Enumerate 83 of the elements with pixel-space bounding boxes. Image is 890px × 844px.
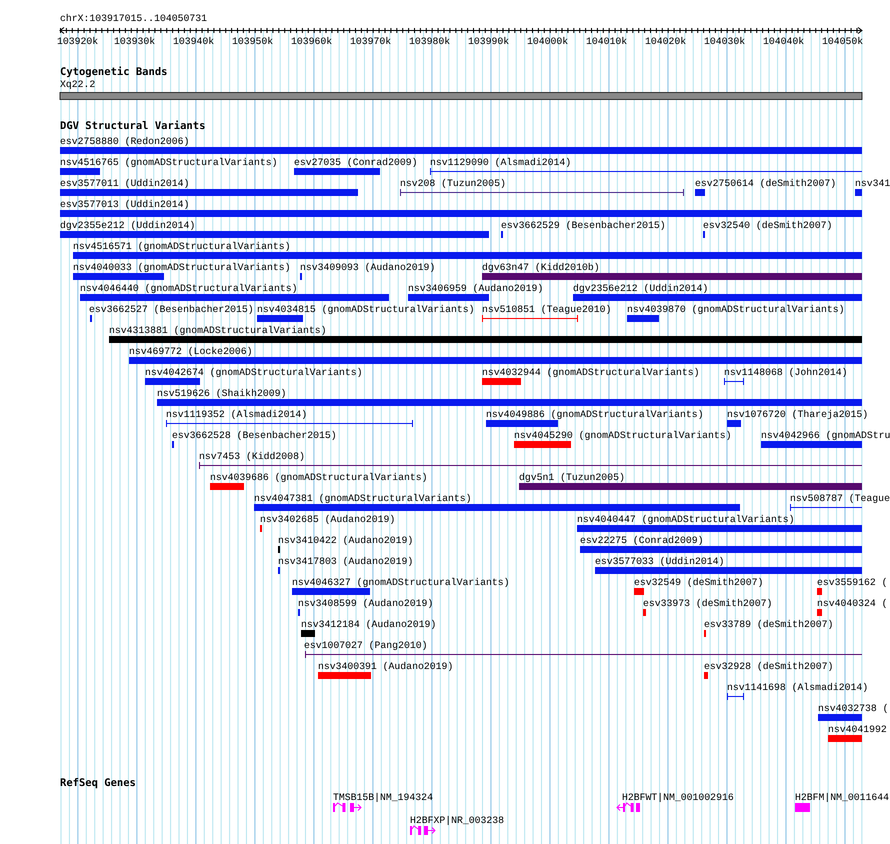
variant-label: nsv1119352 (Alsmadi2014) [166,409,308,420]
axis-tick-label: 103950k [232,36,274,47]
variant-label: nsv4042966 (gnomADStru [761,430,890,441]
axis-tick-label: 104010k [586,36,628,47]
variant-label: esv32549 (deSmith2007) [634,577,764,588]
axis-tick-label: 104020k [645,36,686,47]
variant-label: esv3662528 (Besenbacher2015) [172,430,337,441]
variant-label: nsv469772 (Locke2006) [129,346,252,357]
variant-label: nsv208 (Tuzun2005) [400,178,506,189]
variant-label: nsv4049886 (gnomADStructuralVariants) [486,409,704,420]
variant-label: nsv3410422 (Audano2019) [278,535,414,546]
variant-label: esv32540 (deSmith2007) [703,220,832,231]
variant-label: nsv4516571 (gnomADStructuralVariants) [73,241,291,252]
cytoband-label: Xq22.2 [60,79,96,90]
gene-label: H2BFM|NM_0011644 [795,792,890,803]
axis-tick-label: 103940k [173,36,214,47]
gene-label: TMSB15B|NM_194324 [333,792,433,803]
gene-label: H2BFWT|NM_001002916 [622,792,734,803]
variant-label: esv3577033 (Uddin2014) [595,556,724,567]
axis-tick-label: 104030k [704,36,746,47]
axis-tick-label: 104040k [763,36,804,47]
variant-label: nsv3402685 (Audano2019) [260,514,396,525]
variant-label: nsv4045290 (gnomADStructuralVariants) [514,430,732,441]
variant-label: nsv3417803 (Audano2019) [278,556,414,567]
variant-label: nsv1141698 (Alsmadi2014) [727,682,868,693]
axis-tick-label: 104000k [527,36,568,47]
variant-label: nsv3408599 (Audano2019) [298,598,434,609]
variant-label: nsv1076720 (Thareja2015) [727,409,868,420]
axis-tick-label: 103930k [114,36,156,47]
variant-label: nsv1148068 (John2014) [724,367,848,378]
variant-label: nsv510851 (Teague2010) [482,304,612,315]
track-heading: Cytogenetic Bands [60,67,168,78]
variant-label: nsv4516765 (gnomADStructuralVariants) [60,157,278,168]
variant-label: nsv4042674 (gnomADStructuralVariants) [145,367,363,378]
variant-label: esv33789 (deSmith2007) [704,619,834,630]
variant-label: nsv4034815 (gnomADStructuralVariants) [257,304,475,315]
variant-label: esv1007027 (Pang2010) [304,640,428,651]
variant-label: nsv519626 (Shaikh2009) [157,388,286,399]
variant-label: nsv508787 (Teague [790,493,890,504]
variant-label: nsv4039686 (gnomADStructuralVariants) [210,472,428,483]
variant-label: nsv4046440 (gnomADStructuralVariants) [80,283,298,294]
region-coordinates: chrX:103917015..104050731 [60,13,207,24]
variant-label: nsv3400391 (Audano2019) [318,661,454,672]
variant-label: esv33973 (deSmith2007) [643,598,772,609]
axis-tick-label: 103960k [291,36,332,47]
variant-label: dgv63n47 (Kidd2010b) [482,262,600,273]
variant-label: esv3559162 ( [817,577,888,588]
variant-label: nsv7453 (Kidd2008) [199,451,305,462]
variant-label: nsv3409093 (Audano2019) [300,262,436,273]
axis-tick-label: 104050k [822,36,864,47]
variant-label: nsv4040033 (gnomADStructuralVariants) [73,262,291,273]
variant-label: nsv4046327 (gnomADStructuralVariants) [292,577,510,588]
variant-label: dgv2356e212 (Uddin2014) [573,283,708,294]
variant-label: esv2750614 (deSmith2007) [695,178,836,189]
variant-label: esv3662529 (Besenbacher2015) [501,220,666,231]
variant-label: esv22275 (Conrad2009) [580,535,704,546]
variant-label: nsv4313881 (gnomADStructuralVariants) [109,325,327,336]
variant-label: dgv2355e212 (Uddin2014) [60,220,196,231]
variant-label: esv3577011 (Uddin2014) [60,178,190,189]
variant-label: nsv4041992 [828,724,887,735]
variant-label: nsv4040324 ( [817,598,888,609]
axis-tick-label: 103970k [350,36,392,47]
variant-label: esv3577013 (Uddin2014) [60,199,190,210]
variant-label: esv3662527 (Besenbacher2015) [89,304,254,315]
variant-label: esv2758880 (Redon2006) [60,136,190,147]
variant-label: esv27035 (Conrad2009) [294,157,418,168]
axis-tick-label: 103980k [409,36,450,47]
variant-label: dgv5n1 (Tuzun2005) [519,472,625,483]
axis-tick-label: 103990k [468,36,510,47]
variant-label: nsv4047381 (gnomADStructuralVariants) [254,493,472,504]
track-heading: RefSeq Genes [60,778,136,789]
variant-label: nsv4032738 ( [818,703,889,714]
variant-label: nsv4040447 (gnomADStructuralVariants) [577,514,795,525]
variant-label: nsv3406959 (Audano2019) [408,283,544,294]
track-heading: DGV Structural Variants [60,121,206,132]
axis-tick-label: 103920k [57,36,98,47]
gene-label: H2BFXP|NR_003238 [410,815,504,826]
variant-label: nsv341 [855,178,890,189]
variant-label: esv32928 (deSmith2007) [704,661,834,672]
variant-label: nsv1129090 (Alsmadi2014) [430,157,572,168]
variant-label: nsv4032944 (gnomADStructuralVariants) [482,367,700,378]
variant-label: nsv4039870 (gnomADStructuralVariants) [627,304,845,315]
variant-label: nsv3412184 (Audano2019) [301,619,436,630]
